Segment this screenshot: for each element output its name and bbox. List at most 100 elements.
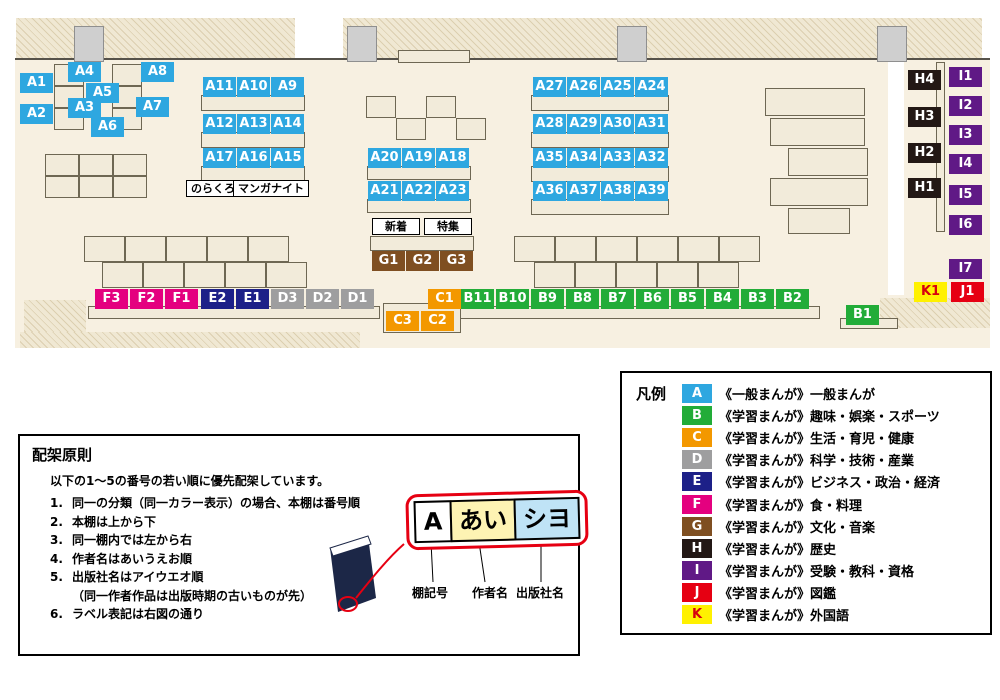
bookshelf — [184, 262, 225, 288]
bookshelf — [456, 118, 486, 140]
principle-number: 4. — [50, 551, 63, 566]
shelf-label-A4: A4 — [68, 62, 101, 82]
corridor-gap — [888, 60, 904, 295]
legend-label-A: 《一般まんが》一般まんが — [719, 387, 876, 403]
annotation-publisher-name: 出版社名 — [516, 586, 565, 600]
shelf-label-A23: A23 — [436, 181, 469, 201]
shelf-label-I3: I3 — [949, 125, 982, 145]
annotation-author-name: 作者名 — [472, 586, 509, 600]
legend-label-F: 《学習まんが》食・料理 — [719, 498, 863, 514]
pillar — [74, 26, 104, 62]
shelf-label-B4: B4 — [706, 289, 739, 309]
principle-text: 作者名はあいうえお順 — [72, 551, 193, 566]
legend-swatch-F: F — [682, 494, 712, 514]
principle-text: 同一の分類（同一カラー表示）の場合、本棚は番号順 — [72, 496, 361, 510]
shelf-label-D1: D1 — [341, 289, 374, 309]
legend-row-C: C《学習まんが》生活・育児・健康 — [682, 426, 940, 448]
principle-item-4: 4. 作者名はあいうえお順 — [50, 550, 360, 569]
wall-hatch-bottom — [20, 332, 360, 348]
shelf-label-B5: B5 — [671, 289, 704, 309]
bookshelf — [113, 154, 147, 176]
bookshelf — [367, 199, 471, 213]
bookshelf — [248, 236, 289, 262]
shelf-label-A35: A35 — [533, 148, 566, 168]
shelf-label-G2: G2 — [406, 251, 439, 271]
legend-swatch-A: A — [682, 383, 712, 403]
legend-row-H: H《学習まんが》歴史 — [682, 537, 940, 559]
legend-row-K: K《学習まんが》外国語 — [682, 604, 940, 626]
bookshelf — [45, 176, 79, 198]
legend-label-E: 《学習まんが》ビジネス・政治・経済 — [719, 476, 941, 492]
bookshelf — [79, 154, 113, 176]
shelf-label-A8: A8 — [141, 62, 174, 82]
shelf-label-A9: A9 — [271, 77, 304, 97]
bookshelf — [84, 236, 125, 262]
bookshelf — [531, 95, 669, 111]
shelf-label-A20: A20 — [368, 148, 401, 168]
shelf-label-A29: A29 — [567, 114, 600, 134]
bookshelf — [113, 176, 147, 198]
principle-text: 本棚は上から下 — [72, 514, 157, 529]
legend-label-D: 《学習まんが》科学・技術・産業 — [719, 454, 915, 470]
shelf-label-B8: B8 — [566, 289, 599, 309]
area-tag-マンガナイト: マンガナイト — [233, 180, 309, 197]
bookshelf — [201, 132, 305, 148]
shelf-label-E2: E2 — [201, 289, 234, 309]
shelf-label-A17: A17 — [203, 148, 236, 168]
pillar — [347, 26, 377, 62]
shelf-label-A3: A3 — [68, 98, 101, 118]
legend-label-J: 《学習まんが》図鑑 — [719, 587, 837, 603]
principle-item-1: 1.同一の分類（同一カラー表示）の場合、本棚は番号順 — [50, 494, 360, 513]
bookshelf — [367, 166, 471, 180]
shelf-label-I6: I6 — [949, 215, 982, 235]
bookshelf — [79, 176, 113, 198]
shelf-label-B6: B6 — [636, 289, 669, 309]
legend-swatch-K: K — [682, 605, 712, 625]
principle-text: 出版社名はアイウエオ順 — [72, 570, 204, 584]
principle-number: 5. — [50, 570, 63, 584]
area-tag-特集: 特集 — [424, 218, 472, 235]
legend-row-B: B《学習まんが》趣味・娯楽・スポーツ — [682, 404, 940, 426]
legend-swatch-E: E — [682, 472, 712, 492]
shelf-label-A12: A12 — [203, 114, 236, 134]
bookshelf — [637, 236, 678, 262]
pillar — [877, 26, 907, 62]
bookshelf — [143, 262, 184, 288]
shelf-label-I7: I7 — [949, 259, 982, 279]
shelf-label-I4: I4 — [949, 154, 982, 174]
shelf-label-A37: A37 — [567, 181, 600, 201]
legend-swatch-H: H — [682, 538, 712, 558]
shelf-label-A26: A26 — [567, 77, 600, 97]
annotation-shelf-code: 棚記号 — [412, 586, 449, 600]
shelf-label-B3: B3 — [741, 289, 774, 309]
shelf-label-F3: F3 — [95, 289, 128, 309]
principle-text: ラベル表記は右図の通り — [72, 607, 205, 621]
legend-swatch-I: I — [682, 561, 712, 581]
principle-text: （同一作者作品は出版時期の古いものが先） — [72, 588, 313, 603]
shelf-label-C3: C3 — [386, 311, 419, 331]
principle-item-6: （同一作者作品は出版時期の古いものが先） — [72, 587, 360, 606]
shelf-label-A7: A7 — [136, 97, 169, 117]
bookshelf — [719, 236, 760, 262]
shelf-label-K1: K1 — [914, 282, 947, 302]
shelf-label-C1: C1 — [428, 289, 461, 309]
principle-item-3: 3.同一棚内では左から右 — [50, 531, 360, 550]
shelf-label-C2: C2 — [421, 311, 454, 331]
principles-intro: 以下の1～5の番号の若い順に優先配架しています。 — [50, 474, 330, 488]
legend-row-D: D 《学習まんが》科学・技術・産業 — [682, 449, 940, 471]
bookshelf — [125, 236, 166, 262]
shelf-label-A13: A13 — [237, 114, 270, 134]
legend-swatch-D: D — [682, 450, 712, 470]
legend-swatch-G: G — [682, 516, 712, 536]
bookshelf — [657, 262, 698, 288]
shelf-label-E1: E1 — [236, 289, 269, 309]
shelf-label-H2: H2 — [908, 143, 941, 163]
shelf-label-A30: A30 — [601, 114, 634, 134]
sample-shelf-code: A — [413, 500, 453, 544]
shelf-label-G3: G3 — [440, 251, 473, 271]
shelf-label-I5: I5 — [949, 185, 982, 205]
wall-hatch-top — [16, 18, 982, 58]
bookshelf — [102, 262, 143, 288]
